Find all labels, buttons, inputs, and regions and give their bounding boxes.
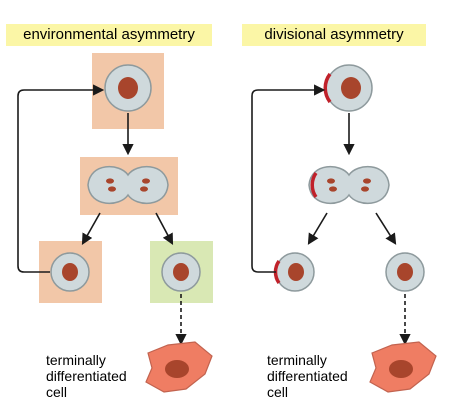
daughter-committed-cell-left — [161, 252, 201, 292]
differentiated-cell-left — [145, 341, 213, 393]
arrow-dividing-to-committed-right — [375, 212, 397, 245]
stem-cell-top-right — [323, 64, 373, 112]
outcome-label-line: differentiated — [267, 368, 348, 384]
self-renewal-loop-arrow-left — [17, 84, 105, 273]
outcome-label-left: terminally differentiated cell — [46, 352, 127, 400]
polarity-marker — [323, 72, 332, 104]
arrow-dividing-to-daughter-left — [81, 212, 101, 245]
daughter-committed-cell-right — [385, 252, 425, 292]
outcome-label-line: cell — [46, 384, 68, 400]
arrow-dividing-to-daughter-right — [307, 212, 328, 245]
panel-title-divisional: divisional asymmetry — [242, 24, 426, 46]
daughter-stem-cell-right — [273, 252, 315, 292]
dividing-cell-right — [308, 165, 390, 205]
stem-cell-top — [104, 64, 152, 112]
arrow-dividing-to-committed-left — [155, 212, 174, 245]
outcome-label-right: terminally differentiated cell — [267, 352, 348, 400]
polarity-marker — [310, 172, 318, 198]
differentiated-cell-right — [369, 341, 437, 393]
outcome-label-line: cell — [267, 384, 289, 400]
self-renewal-loop-arrow-right — [251, 84, 326, 273]
outcome-label-line: differentiated — [46, 368, 127, 384]
outcome-label-line: terminally — [46, 352, 106, 368]
panel-title-environmental: environmental asymmetry — [6, 24, 212, 46]
daughter-stem-cell-left — [50, 252, 90, 292]
dividing-cell-left — [87, 165, 169, 205]
outcome-label-line: terminally — [267, 352, 327, 368]
